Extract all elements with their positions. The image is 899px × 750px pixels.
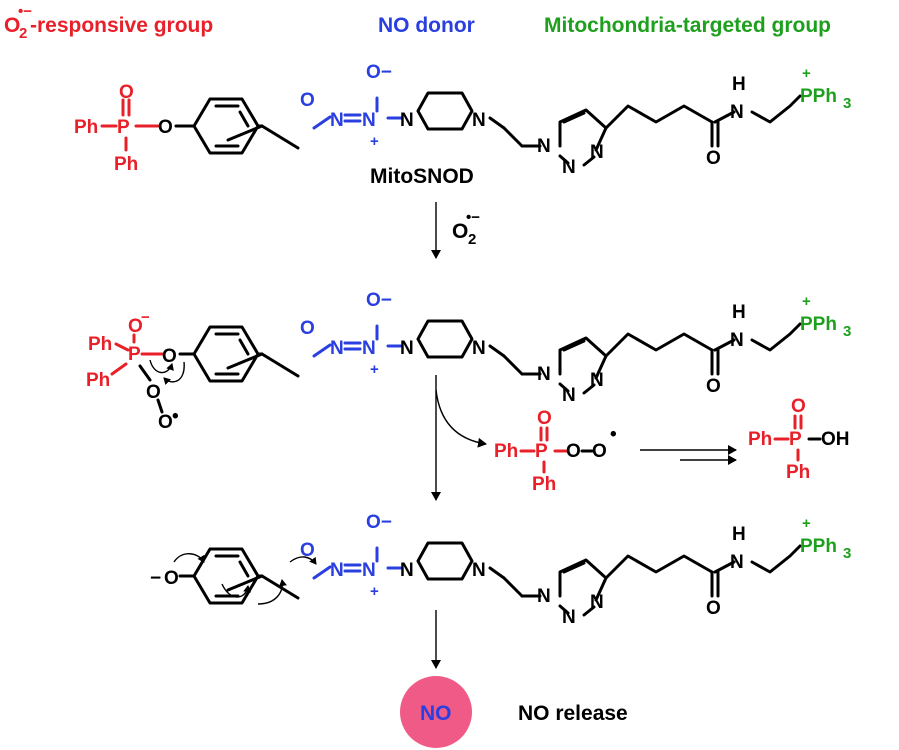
atom-plus: + <box>802 293 811 310</box>
molecule-phenolate: − O O N N + O− N N N N N O N H + PPh 3 <box>150 512 851 628</box>
atom-n: N <box>330 110 344 131</box>
molecule-intermediate: Ph P O − Ph O O O • O N N + O− N N N N N <box>86 290 851 433</box>
atom-o: O <box>300 540 315 561</box>
atom-n: N <box>590 142 604 163</box>
header-no-donor: NO donor <box>378 14 475 37</box>
radical-dot: • <box>172 406 179 427</box>
molecule-mitosnod: Ph P O Ph O O N N + O− N N N N N O N H +… <box>74 62 851 178</box>
atom-n: N <box>330 560 344 581</box>
atom-o: O <box>146 382 161 403</box>
atom-n: N <box>562 607 576 628</box>
compound-name: MitoSNOD <box>370 165 474 188</box>
atom-plus: + <box>370 361 379 378</box>
atom-ph: Ph <box>88 334 112 355</box>
radical-dot: • <box>610 424 617 445</box>
atom-pph3: PPh <box>800 536 837 557</box>
atom-p: P <box>128 344 141 365</box>
atom-o: O <box>537 408 552 429</box>
atom-o: O <box>706 598 721 619</box>
atom-o: O <box>791 396 806 417</box>
atom-o: O <box>706 376 721 397</box>
reagent-sub: 2 <box>468 231 476 248</box>
atom-n: N <box>400 560 414 581</box>
atom-plus: + <box>802 515 811 532</box>
atom-o-minus: O− <box>366 290 392 311</box>
atom-ph: Ph <box>114 154 138 175</box>
header-mito-targeted: Mitochondria-targeted group <box>544 14 831 37</box>
atom-pph3-sub: 3 <box>843 545 851 562</box>
atom-pph3-sub: 3 <box>843 323 851 340</box>
atom-o: O <box>706 148 721 169</box>
atom-pph3: PPh <box>800 314 837 335</box>
atom-ph: Ph <box>494 441 518 462</box>
atom-n: N <box>537 364 551 385</box>
atom-pph3: PPh <box>800 86 837 107</box>
atom-o: O <box>158 117 173 138</box>
reagent-superoxide: O 2 •− <box>452 209 480 248</box>
atom-n: N <box>590 592 604 613</box>
atom-plus: + <box>370 583 379 600</box>
atom-ph: Ph <box>748 429 772 450</box>
atom-h: H <box>732 524 746 545</box>
atom-n: N <box>362 338 376 359</box>
atom-n: N <box>362 560 376 581</box>
atom-n: N <box>590 370 604 391</box>
atom-n: N <box>537 586 551 607</box>
reagent-sup: •− <box>466 209 480 226</box>
atom-minus: − <box>150 568 161 589</box>
atom-o: O <box>162 346 177 367</box>
atom-n: N <box>562 157 576 178</box>
atom-p: P <box>117 117 130 138</box>
atom-ph: Ph <box>74 117 98 138</box>
atom-n: N <box>362 110 376 131</box>
atom-p: P <box>789 429 802 450</box>
atom-n: N <box>730 552 744 573</box>
no-circle <box>400 676 472 748</box>
atom-n: N <box>730 330 744 351</box>
atom-n: N <box>562 385 576 406</box>
atom-o: O <box>566 441 581 462</box>
atom-oh: OH <box>821 429 850 450</box>
atom-n: N <box>537 136 551 157</box>
atom-ph: Ph <box>786 462 810 483</box>
atom-plus: + <box>370 133 379 150</box>
no-release-label: NO release <box>518 702 628 725</box>
side-product-phosphinic-acid: Ph P O Ph OH <box>748 396 850 483</box>
header-o2-responsive: O 2 •− -responsive group <box>4 3 213 42</box>
atom-o: O <box>128 316 143 337</box>
atom-n: N <box>330 338 344 359</box>
atom-h: H <box>732 302 746 323</box>
branch-arrow <box>435 389 487 448</box>
atom-n: N <box>730 102 744 123</box>
atom-plus: + <box>802 65 811 82</box>
atom-o-minus: O− <box>366 512 392 533</box>
atom-o: O <box>164 568 179 589</box>
header-o2-sub: 2 <box>19 25 27 42</box>
atom-n: N <box>400 110 414 131</box>
atom-h: H <box>732 74 746 95</box>
atom-pph3-sub: 3 <box>843 95 851 112</box>
atom-n: N <box>400 338 414 359</box>
atom-o: O <box>300 90 315 111</box>
atom-o-minus: O− <box>366 62 392 83</box>
atom-ph: Ph <box>86 370 110 391</box>
header-o2-main: O <box>4 14 20 37</box>
atom-n: N <box>472 110 486 131</box>
no-badge-label: NO <box>420 702 452 725</box>
atom-minus: − <box>141 309 150 326</box>
atom-n: N <box>472 338 486 359</box>
atom-p: P <box>535 441 548 462</box>
atom-o: O <box>119 82 134 103</box>
atom-o: O <box>300 318 315 339</box>
atom-o: O <box>592 441 607 462</box>
atom-ph: Ph <box>532 474 556 495</box>
side-product-peroxy-radical: Ph P O Ph O O • <box>494 408 617 495</box>
header-o2-rest: -responsive group <box>30 14 213 37</box>
reagent-main: O <box>452 220 468 243</box>
atom-n: N <box>472 560 486 581</box>
header-o2-sup: •− <box>18 3 32 20</box>
atom-o: O <box>158 412 173 433</box>
